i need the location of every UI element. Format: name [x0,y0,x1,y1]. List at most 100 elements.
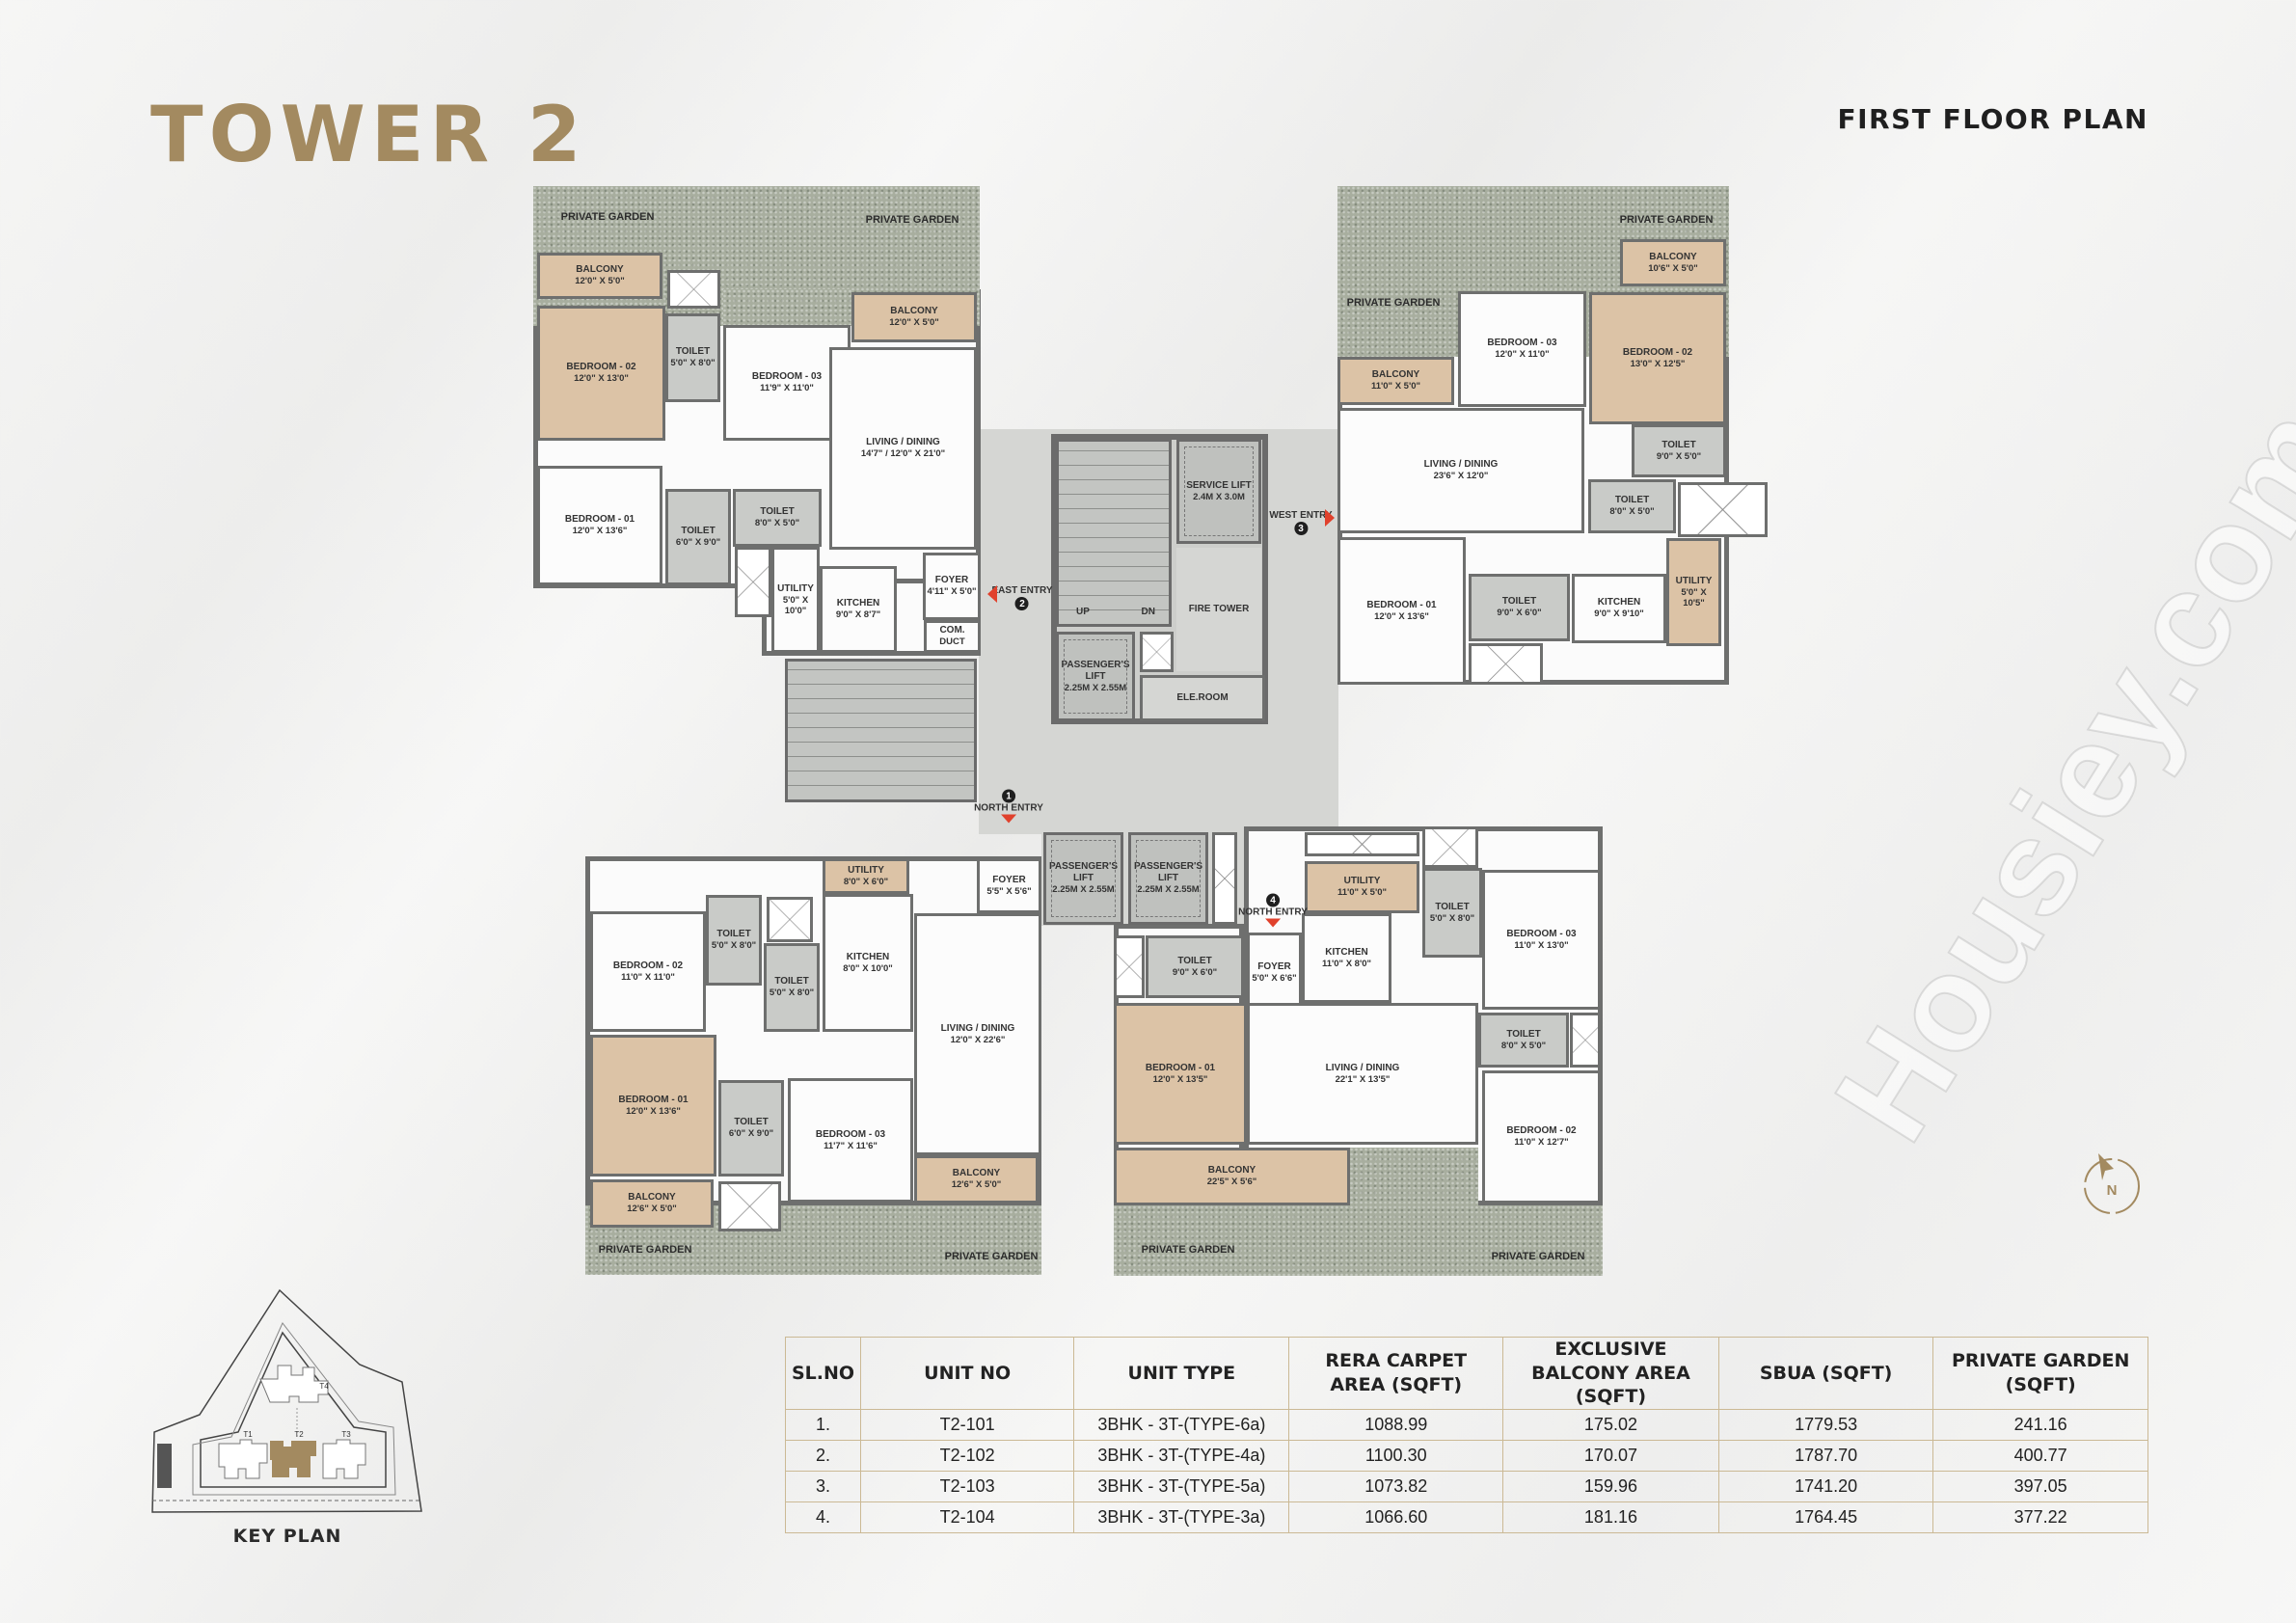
room-dimensions: 5'0" X 8'0" [769,987,815,999]
column-header: EXCLUSIVE BALCONY AREA (SQFT) [1502,1336,1719,1411]
room-name: KITCHEN [846,951,890,962]
lift-name: PASSENGER'S [1048,861,1119,873]
room-name: BEDROOM - 02 [1622,346,1693,358]
staircase-secondary [785,659,977,802]
table-cell: 3BHK - 3T-(TYPE-5a) [1073,1471,1290,1503]
room-name: TOILET [1506,1028,1541,1040]
room-dimensions: 12'0" X 11'0" [1495,349,1550,361]
lift-sub: LIFT [1085,670,1106,682]
room-dimensions: 11'9" X 11'0" [760,383,814,394]
room-name: TOILET [774,976,809,987]
lift-dimensions: 2.25M X 2.55M [1137,884,1200,896]
lift-name: PASSENGER'S [1061,659,1130,670]
room-name: BEDROOM - 01 [1366,599,1437,610]
room-name: LIVING / DINING [1423,459,1499,471]
room-name: BEDROOM - 01 [618,1094,689,1105]
room-dimensions: 8'0" X 6'0" [843,876,889,887]
room-name: TOILET [760,506,795,518]
watermark: Housiey.com [1804,380,2296,1166]
room-dimensions: 13'0" X 12'5" [1630,358,1686,369]
room-dimensions: 5'5" X 5'6" [986,885,1032,897]
table-cell: 1066.60 [1288,1501,1503,1534]
room-dimensions: 8'0" X 5'0" [1500,1040,1547,1051]
private-garden-label: PRIVATE GARDEN [865,214,959,226]
room-dimensions: 12'0" X 13'6" [572,526,628,537]
room-dimensions: 5'0" X 8'0" [670,358,716,369]
service-shaft [1570,1013,1601,1068]
entry-number-badge: 3 [1294,522,1308,535]
tower-label-t2: T2 [294,1430,304,1439]
room-name: FOYER [992,874,1026,885]
tower-t1-outline [218,1439,268,1479]
stair-down-label: DN [1141,607,1155,617]
room-name: BEDROOM - 02 [566,362,636,373]
column-header: SBUA (SQFT) [1717,1336,1934,1411]
entry-arrow-icon [1264,918,1281,928]
service-shaft [1305,832,1419,856]
fire-tower: FIRE TOWER [1176,548,1261,671]
room-dimensions: 22'5" X 5'6" [1206,1177,1257,1188]
room-name: TOILET [1177,955,1212,966]
table-cell: 377.22 [1932,1501,2148,1534]
room-dimensions: 12'0" X 5'0" [889,317,939,329]
north-compass-icon: N [2084,1153,2140,1214]
table-cell: 1088.99 [1288,1409,1503,1442]
tower-t2-highlight [270,1441,316,1477]
private-garden-label: PRIVATE GARDEN [944,1251,1039,1262]
room-dimensions: 12'0" X 13'6" [626,1105,681,1117]
room-dimensions: 5'0" X 8'0" [1429,912,1475,924]
room-dimensions: 5'0" X 10'5" [1681,586,1707,609]
room-name: BALCONY [1207,1165,1256,1177]
room-dimensions: 12'0" X 22'6" [950,1034,1006,1045]
column-header: SL.NO [784,1336,862,1411]
service-lift-name: SERVICE LIFT [1186,479,1252,491]
room-name: UTILITY [1343,876,1381,887]
room-dimensions: 12'6" X 5'0" [951,1179,1002,1191]
table-cell: 3BHK - 3T-(TYPE-3a) [1073,1501,1290,1534]
room-name: BALCONY [890,306,938,317]
entry-label: NORTH ENTRY [974,802,1043,814]
table-cell: 3BHK - 3T-(TYPE-6a) [1073,1409,1290,1442]
room-dimensions: 12'6" X 5'0" [627,1204,677,1215]
room-name: BALCONY [1371,369,1420,381]
room-name: BALCONY [952,1168,1001,1179]
table-cell: 1100.30 [1288,1440,1503,1473]
entry-number-badge: 1 [1001,789,1015,803]
table-cell: 1. [784,1409,862,1442]
room-name: TOILET [1614,495,1650,506]
entry-arrow-icon [1000,814,1016,824]
tower-t3-outline [322,1439,366,1479]
room-dimensions: 10'6" X 5'0" [1648,262,1698,274]
room-dimensions: 6'0" X 9'0" [675,537,721,549]
room-dimensions: 12'0" X 13'0" [574,373,629,385]
tower-label-t4: T4 [319,1382,329,1391]
column-header: UNIT TYPE [1073,1336,1290,1411]
room-dimensions: 8'0" X 5'0" [1609,506,1655,518]
private-garden-label: PRIVATE GARDEN [1491,1251,1585,1262]
page-title: TOWER 2 [150,90,587,179]
room-dimensions: 11'0" X 13'0" [1514,939,1569,951]
room-name: LIVING / DINING [866,437,940,448]
service-shaft [667,270,720,309]
table-cell: 181.16 [1502,1501,1719,1534]
